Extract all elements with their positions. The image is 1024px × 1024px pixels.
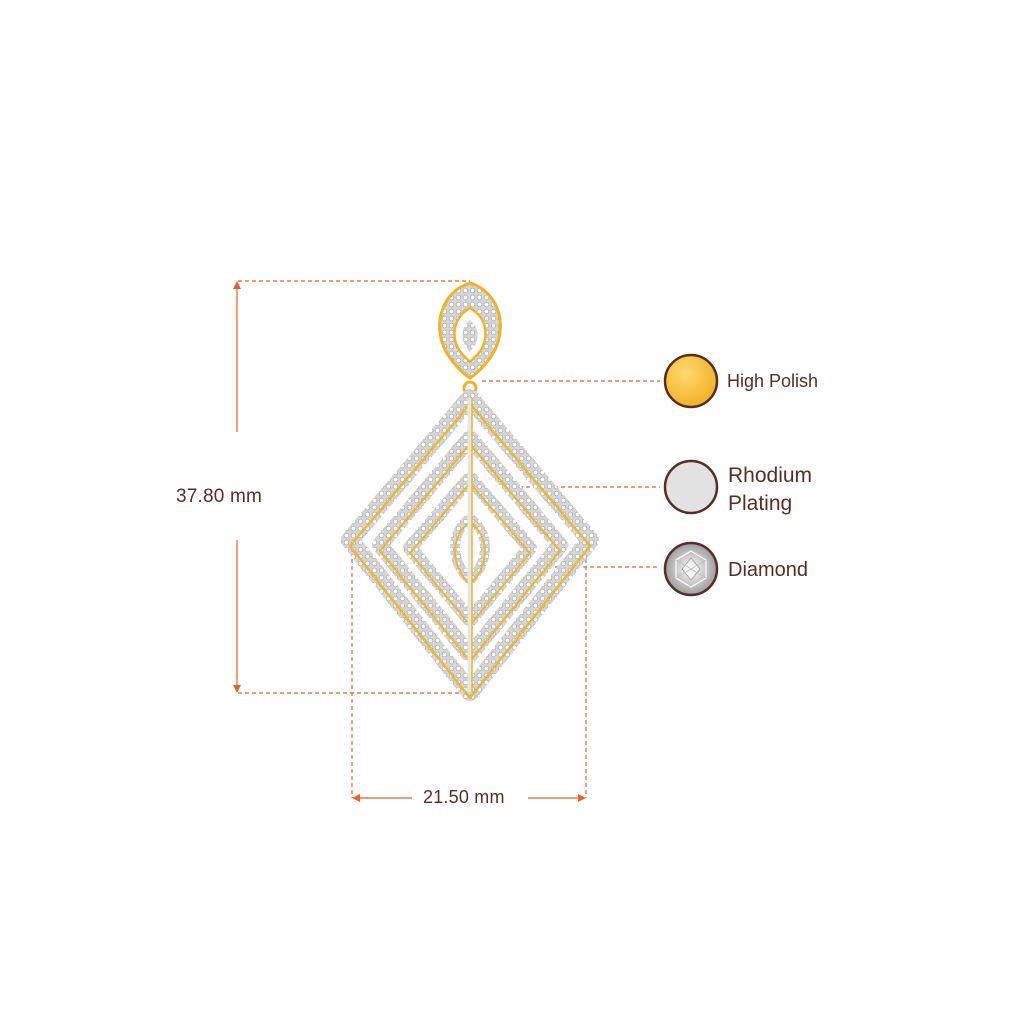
high-polish-swatch <box>663 353 719 409</box>
legend-leader-lines <box>482 380 660 568</box>
legend-rhodium-plating-label: Rhodium Plating <box>728 462 812 518</box>
width-dimension-label: 21.50 mm <box>423 787 505 807</box>
legend-swatches <box>663 353 719 597</box>
width-dimension-lines <box>351 552 587 802</box>
earring-top <box>438 281 502 396</box>
earring <box>341 281 599 701</box>
rhodium-plating-swatch <box>663 459 719 515</box>
height-dimension-lines <box>233 280 470 694</box>
legend-diamond-label: Diamond <box>728 559 809 581</box>
legend-rhodium-line1: Rhodium <box>728 464 813 487</box>
height-dimension-label: 37.80 mm <box>176 486 263 507</box>
diamond-swatch <box>663 541 719 597</box>
legend-rhodium-line2: Plating <box>728 492 793 515</box>
earring-frames <box>341 389 599 701</box>
legend-high-polish-label: High Polish <box>727 371 819 391</box>
